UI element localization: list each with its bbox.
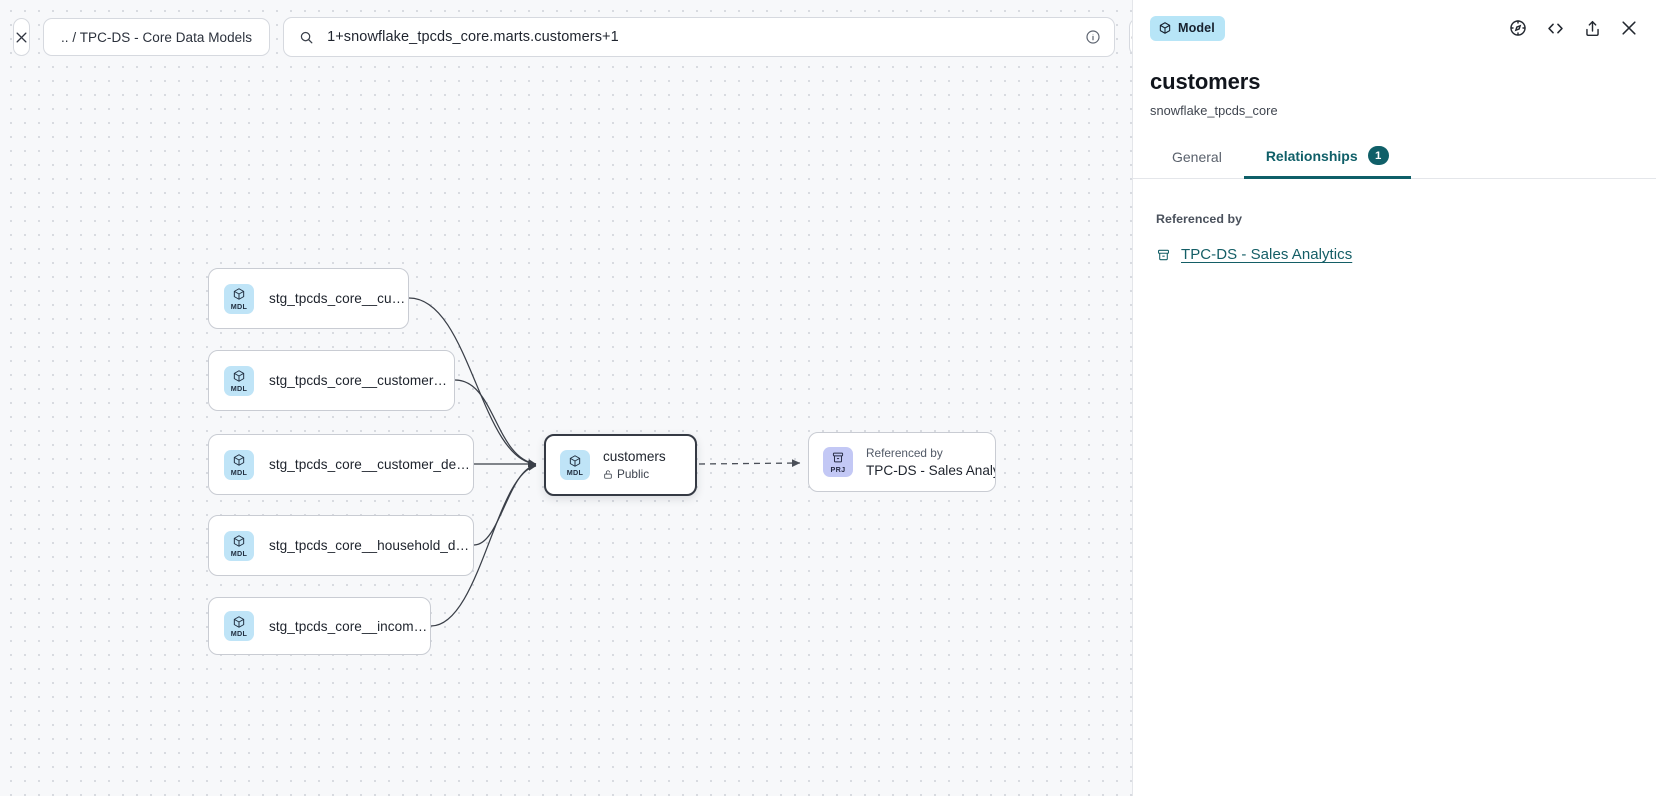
list-item[interactable]: TPC-DS - Sales Analytics — [1156, 246, 1639, 263]
badge-code-label: MDL — [230, 629, 248, 639]
search-icon — [300, 31, 313, 43]
node-label: stg_tpcds_core__customer_address — [269, 373, 454, 388]
cube-icon — [1159, 22, 1171, 34]
badge-code-label: MDL — [230, 383, 248, 393]
tab-relationships[interactable]: Relationships 1 — [1243, 146, 1411, 180]
node-title: customers — [603, 449, 666, 464]
graph-node-stg-customer-demographics[interactable]: MDL stg_tpcds_core__customer_demogra… — [208, 434, 474, 495]
details-panel: Model customers snowflake_tp — [1132, 0, 1656, 796]
node-label: stg_tpcds_core__household_demogr… — [269, 538, 473, 553]
model-badge: MDL — [224, 449, 254, 480]
page-title: customers — [1150, 69, 1261, 94]
node-access: Public — [603, 467, 666, 481]
referenced-by-label: Referenced by — [1156, 212, 1243, 227]
node-label: stg_tpcds_core__customer_demogra… — [269, 457, 473, 472]
tab-label: Relationships — [1265, 147, 1358, 164]
close-graph-button[interactable] — [13, 18, 30, 56]
panel-tabs: General Relationships 1 — [1133, 146, 1656, 180]
model-badge: MDL — [224, 283, 254, 314]
tab-general[interactable]: General — [1150, 149, 1244, 179]
panel-actions — [1508, 18, 1639, 39]
project-icon — [1158, 249, 1169, 260]
graph-node-stg-income-band[interactable]: MDL stg_tpcds_core__income_band — [208, 597, 431, 655]
panel-header: customers snowflake_tpcds_core — [1133, 56, 1656, 118]
badge-code-label: MDL — [566, 468, 584, 478]
close-icon[interactable] — [1619, 18, 1639, 38]
panel-toolbar: Model — [1133, 0, 1656, 56]
share-icon[interactable] — [1583, 19, 1602, 38]
badge-code-label: MDL — [230, 467, 248, 477]
model-badge: MDL — [224, 611, 254, 641]
node-access-label: Public — [617, 467, 650, 481]
search-input[interactable] — [325, 28, 1075, 46]
referenced-by-link[interactable]: TPC-DS - Sales Analytics — [1181, 246, 1353, 264]
lineage-toolbar: .. / TPC-DS - Core Data Models — [0, 0, 1132, 74]
lineage-search[interactable] — [283, 17, 1116, 57]
asset-type-chip: Model — [1150, 15, 1225, 41]
graph-node-stg-customer-address[interactable]: MDL stg_tpcds_core__customer_address — [208, 350, 455, 411]
code-icon[interactable] — [1545, 18, 1566, 39]
node-caption: Referenced by — [866, 446, 943, 460]
lock-icon — [604, 469, 612, 479]
close-icon — [16, 32, 27, 42]
lineage-graph: MDL stg_tpcds_core__customer MDL stg_tpc… — [208, 268, 996, 655]
node-title: TPC-DS - Sales Analytics — [866, 463, 995, 478]
graph-node-customers-selected[interactable]: MDL customers Public — [544, 434, 697, 496]
info-icon[interactable] — [1085, 29, 1101, 45]
model-badge: MDL — [560, 450, 590, 480]
panel-subtitle: snowflake_tpcds_core — [1150, 103, 1278, 119]
badge-code-label: MDL — [230, 548, 248, 558]
asset-type-label: Model — [1178, 21, 1215, 35]
graph-node-stg-customer[interactable]: MDL stg_tpcds_core__customer — [208, 268, 409, 329]
node-label: stg_tpcds_core__customer — [269, 291, 408, 306]
refresh-button[interactable] — [1129, 18, 1132, 56]
badge-code-label: MDL — [230, 301, 248, 311]
relationships-content: Referenced by TPC-DS - Sales Analytics — [1133, 179, 1656, 263]
breadcrumb-label: .. / TPC-DS - Core Data Models — [61, 29, 253, 45]
node-label: stg_tpcds_core__income_band — [269, 618, 430, 634]
tab-label: General — [1172, 149, 1222, 166]
project-badge: PRJ — [823, 447, 853, 477]
model-badge: MDL — [224, 365, 254, 396]
badge-code-label: PRJ — [830, 464, 846, 474]
graph-node-project-sales-analytics[interactable]: PRJ Referenced by TPC-DS - Sales Analyti… — [808, 432, 996, 492]
graph-node-stg-household-demographics[interactable]: MDL stg_tpcds_core__household_demogr… — [208, 515, 474, 576]
breadcrumb[interactable]: .. / TPC-DS - Core Data Models — [43, 18, 271, 56]
model-badge: MDL — [224, 530, 254, 561]
lineage-canvas[interactable]: MDL stg_tpcds_core__customer MDL stg_tpc… — [0, 0, 1132, 796]
explore-icon[interactable] — [1508, 18, 1528, 38]
tab-count-badge: 1 — [1367, 146, 1389, 166]
refresh-icon — [1131, 36, 1132, 38]
